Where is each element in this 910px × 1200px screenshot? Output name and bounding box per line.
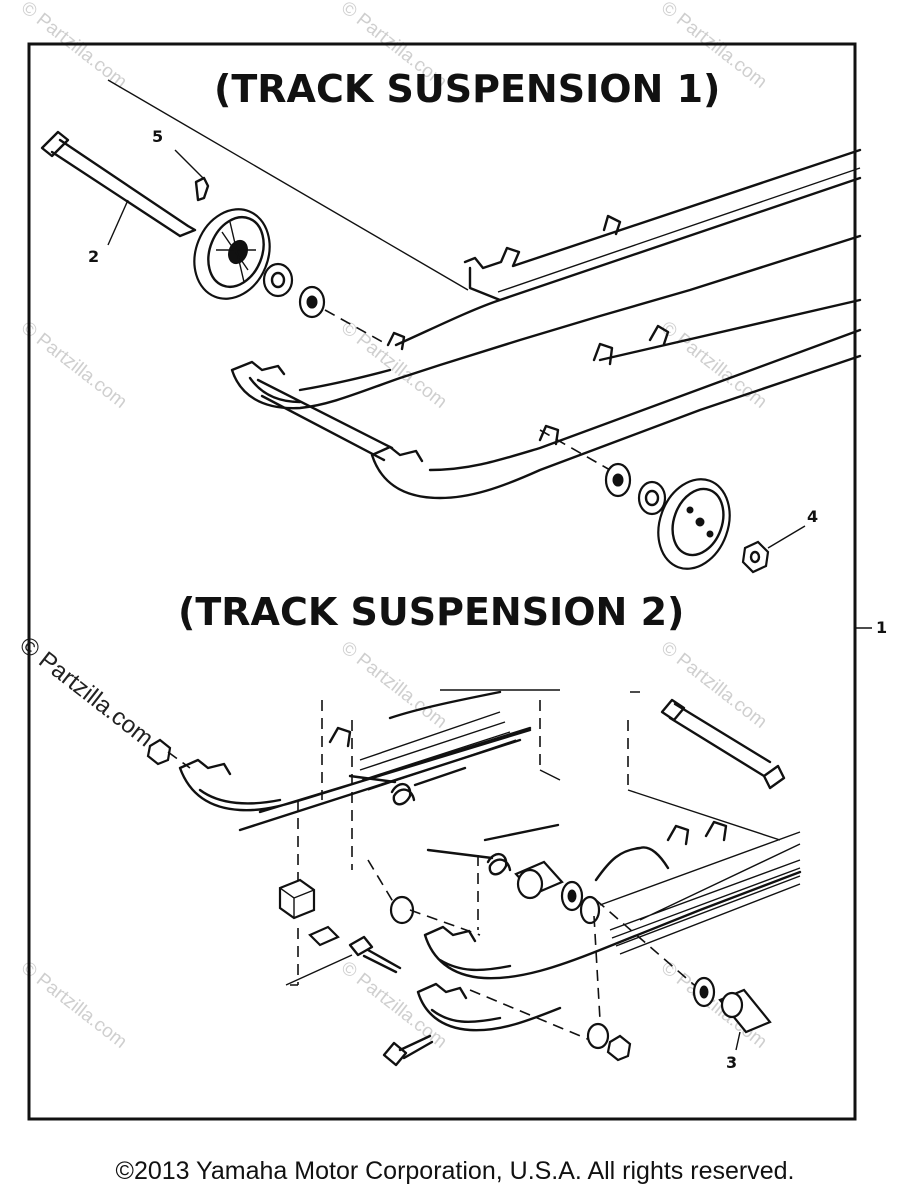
watermark-text: © Partzilla.com (17, 957, 131, 1052)
slide-rail-lower (416, 982, 562, 1032)
shaft-right (660, 698, 786, 790)
callout-5: 5 (152, 127, 163, 146)
nut-lower (606, 1034, 632, 1062)
part-4-nut (741, 540, 770, 574)
part-3-bushing (718, 988, 772, 1034)
nut-left (146, 738, 172, 766)
track-suspension-1-assembly (40, 79, 862, 574)
copyright-notice: ©2013 Yamaha Motor Corporation, U.S.A. A… (115, 1157, 795, 1185)
watermark-text: © Partzilla.com (337, 637, 451, 732)
diagram-frame (27, 42, 857, 1121)
bearing-right (637, 480, 667, 516)
callout-1: 1 (876, 618, 887, 637)
bolt-lower (348, 935, 402, 974)
callout-3: 3 (726, 1053, 737, 1072)
watermark-text: © Partzilla.com (17, 317, 131, 412)
screw-lower (382, 1034, 434, 1067)
slide-rail-rear (394, 148, 862, 347)
bushing-small (389, 895, 415, 925)
track-suspension-2-assembly (146, 689, 802, 1067)
idler-wheel-right (657, 478, 731, 570)
spring-center (426, 823, 560, 876)
stopper-block (278, 878, 316, 920)
pin-small (308, 925, 340, 947)
washer-lower (586, 1022, 610, 1050)
watermark-text-prominent: © Partzilla.com (14, 631, 158, 752)
part-2-shaft (40, 130, 197, 238)
watermark-text: © Partzilla.com (17, 0, 131, 93)
idler-wheel-left (193, 208, 271, 300)
callout-2: 2 (88, 247, 99, 266)
watermark-grid: © Partzilla.com © Partzilla.com © Partzi… (14, 0, 770, 1053)
callout-4: 4 (807, 507, 818, 526)
part-5-bolt (194, 176, 210, 202)
slide-rail-right (423, 820, 802, 980)
bearing-left (262, 262, 294, 298)
slide-rail-left (178, 690, 532, 832)
spring-left (348, 766, 467, 806)
title-track-suspension-2: (TRACK SUSPENSION 2) (178, 590, 684, 634)
title-track-suspension-1: (TRACK SUSPENSION 1) (214, 67, 720, 111)
collar-center (514, 860, 564, 900)
watermark-text: © Partzilla.com (337, 317, 451, 412)
slide-rail-front (230, 234, 862, 410)
